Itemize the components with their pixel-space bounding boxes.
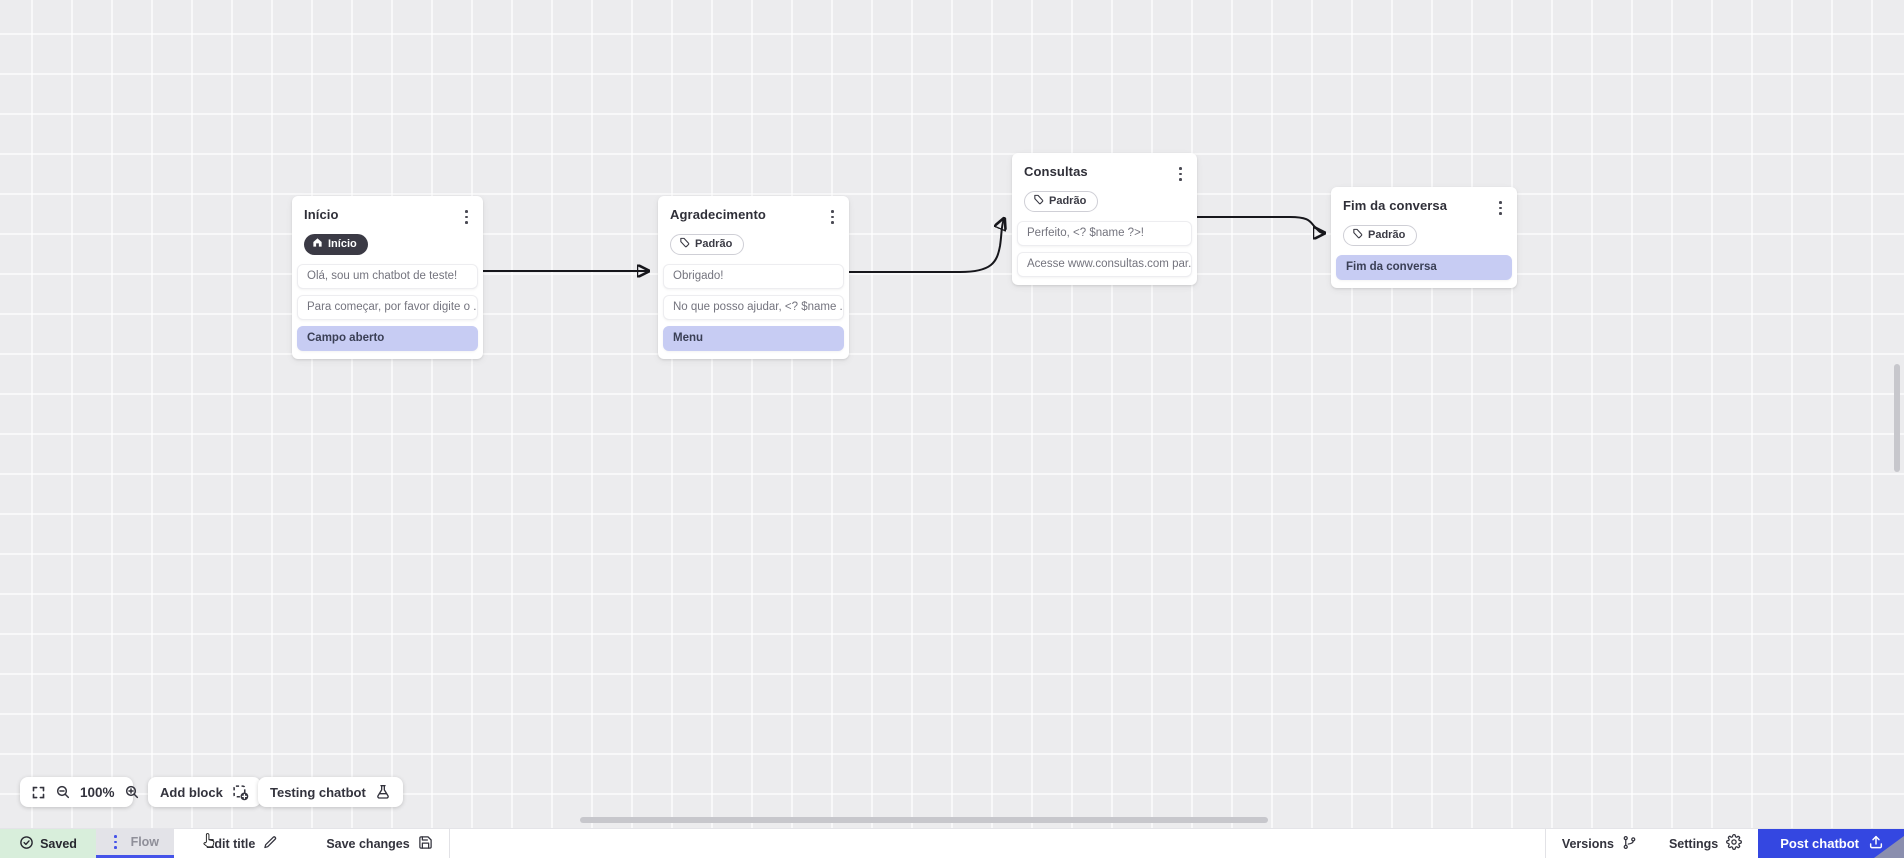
- node-header: Fim da conversa: [1331, 198, 1517, 218]
- badge-row: Início: [292, 227, 483, 264]
- add-block-icon: [232, 784, 249, 801]
- node-header: Consultas: [1012, 164, 1197, 184]
- type-badge: Padrão: [1343, 224, 1418, 246]
- action-row[interactable]: Fim da conversa: [1336, 254, 1512, 280]
- node-agradecimento[interactable]: Agradecimento Padrão Obrigado! No que po…: [658, 196, 849, 359]
- flow-tab-label: Flow: [130, 835, 160, 849]
- type-badge: Padrão: [1024, 190, 1099, 212]
- home-icon: [312, 237, 323, 251]
- tab-flow[interactable]: Flow: [96, 829, 215, 858]
- saved-status-badge: Saved: [0, 829, 96, 858]
- pencil-icon: [263, 835, 278, 853]
- gear-icon: [1726, 834, 1743, 853]
- add-block-button[interactable]: Add block: [148, 777, 261, 807]
- tag-icon: [679, 237, 690, 251]
- node-title: Início: [304, 207, 339, 222]
- badge-label: Padrão: [695, 237, 733, 250]
- badge-row: Padrão: [1331, 218, 1517, 255]
- action-row[interactable]: Campo aberto: [297, 325, 478, 351]
- node-fim-da-conversa[interactable]: Fim da conversa Padrão Fim da conversa: [1331, 187, 1517, 288]
- post-chatbot-label: Post chatbot: [1780, 836, 1859, 851]
- check-circle-icon: [19, 835, 34, 853]
- type-badge: Padrão: [670, 233, 745, 255]
- save-icon: [418, 835, 433, 853]
- node-title: Consultas: [1024, 164, 1088, 179]
- message-bubble[interactable]: Para começar, por favor digite o ...: [297, 294, 478, 320]
- node-menu-kebab-icon[interactable]: [1176, 164, 1185, 184]
- flow-menu-kebab-icon[interactable]: [111, 832, 120, 852]
- zoom-level: 100%: [80, 784, 115, 800]
- node-menu-kebab-icon[interactable]: [828, 207, 837, 227]
- badge-row: Padrão: [658, 227, 849, 264]
- bottom-statusbar: Saved Flow Edit title Save changes Versi…: [0, 828, 1904, 858]
- connection-agradecimento-consultas: [847, 219, 1004, 273]
- zoom-in-icon[interactable]: [124, 784, 140, 800]
- tag-icon: [1033, 194, 1044, 208]
- testing-chatbot-button[interactable]: Testing chatbot: [258, 777, 403, 807]
- message-bubble[interactable]: No que posso ajudar, <? $name ...: [663, 294, 844, 320]
- node-inicio[interactable]: Início Início Olá, sou um chatbot de tes…: [292, 196, 483, 359]
- message-bubble[interactable]: Obrigado!: [663, 263, 844, 289]
- badge-row: Padrão: [1012, 184, 1197, 221]
- horizontal-scrollbar[interactable]: [580, 817, 1268, 823]
- badge-label: Padrão: [1368, 228, 1406, 241]
- badge-label: Padrão: [1049, 194, 1087, 207]
- testing-chatbot-label: Testing chatbot: [270, 784, 366, 800]
- node-title: Agradecimento: [670, 207, 766, 222]
- statusbar-divider: [448, 829, 450, 858]
- node-menu-kebab-icon[interactable]: [1496, 198, 1505, 218]
- node-consultas[interactable]: Consultas Padrão Perfeito, <? $name ?>! …: [1012, 153, 1197, 285]
- corner-wedge: [1874, 836, 1904, 858]
- zoom-toolbar: 100%: [20, 777, 138, 807]
- message-bubble[interactable]: Perfeito, <? $name ?>!: [1017, 220, 1192, 246]
- zoom-out-icon[interactable]: [55, 784, 71, 800]
- flow-connections: [483, 0, 1904, 828]
- action-row[interactable]: Menu: [663, 325, 844, 351]
- versions-button[interactable]: Versions: [1546, 829, 1653, 858]
- edit-title-button[interactable]: Edit title: [190, 829, 294, 858]
- save-changes-button[interactable]: Save changes: [310, 829, 448, 858]
- node-title: Fim da conversa: [1343, 198, 1448, 213]
- message-bubble[interactable]: Acesse www.consultas.com par...: [1017, 251, 1192, 277]
- save-changes-label: Save changes: [326, 836, 410, 851]
- node-header: Agradecimento: [658, 207, 849, 227]
- fullscreen-icon[interactable]: [31, 785, 46, 800]
- settings-button[interactable]: Settings: [1653, 829, 1758, 858]
- node-header: Início: [292, 207, 483, 227]
- git-branch-icon: [1622, 835, 1637, 853]
- message-bubble[interactable]: Olá, sou um chatbot de teste!: [297, 263, 478, 289]
- connection-consultas-fim: [1197, 216, 1324, 233]
- node-menu-kebab-icon[interactable]: [462, 207, 471, 227]
- post-chatbot-button[interactable]: Post chatbot: [1758, 829, 1904, 858]
- statusbar-divider: [1544, 829, 1546, 858]
- badge-label: Início: [328, 237, 357, 250]
- settings-label: Settings: [1668, 836, 1719, 851]
- tag-icon: [1352, 228, 1363, 242]
- add-block-label: Add block: [160, 784, 223, 800]
- flask-icon: [375, 784, 391, 800]
- edit-title-label: Edit title: [206, 836, 256, 851]
- flow-canvas[interactable]: Início Início Olá, sou um chatbot de tes…: [0, 0, 1904, 828]
- start-badge: Início: [304, 233, 368, 255]
- saved-label: Saved: [40, 836, 77, 851]
- vertical-scrollbar[interactable]: [1894, 364, 1900, 472]
- versions-label: Versions: [1561, 836, 1614, 851]
